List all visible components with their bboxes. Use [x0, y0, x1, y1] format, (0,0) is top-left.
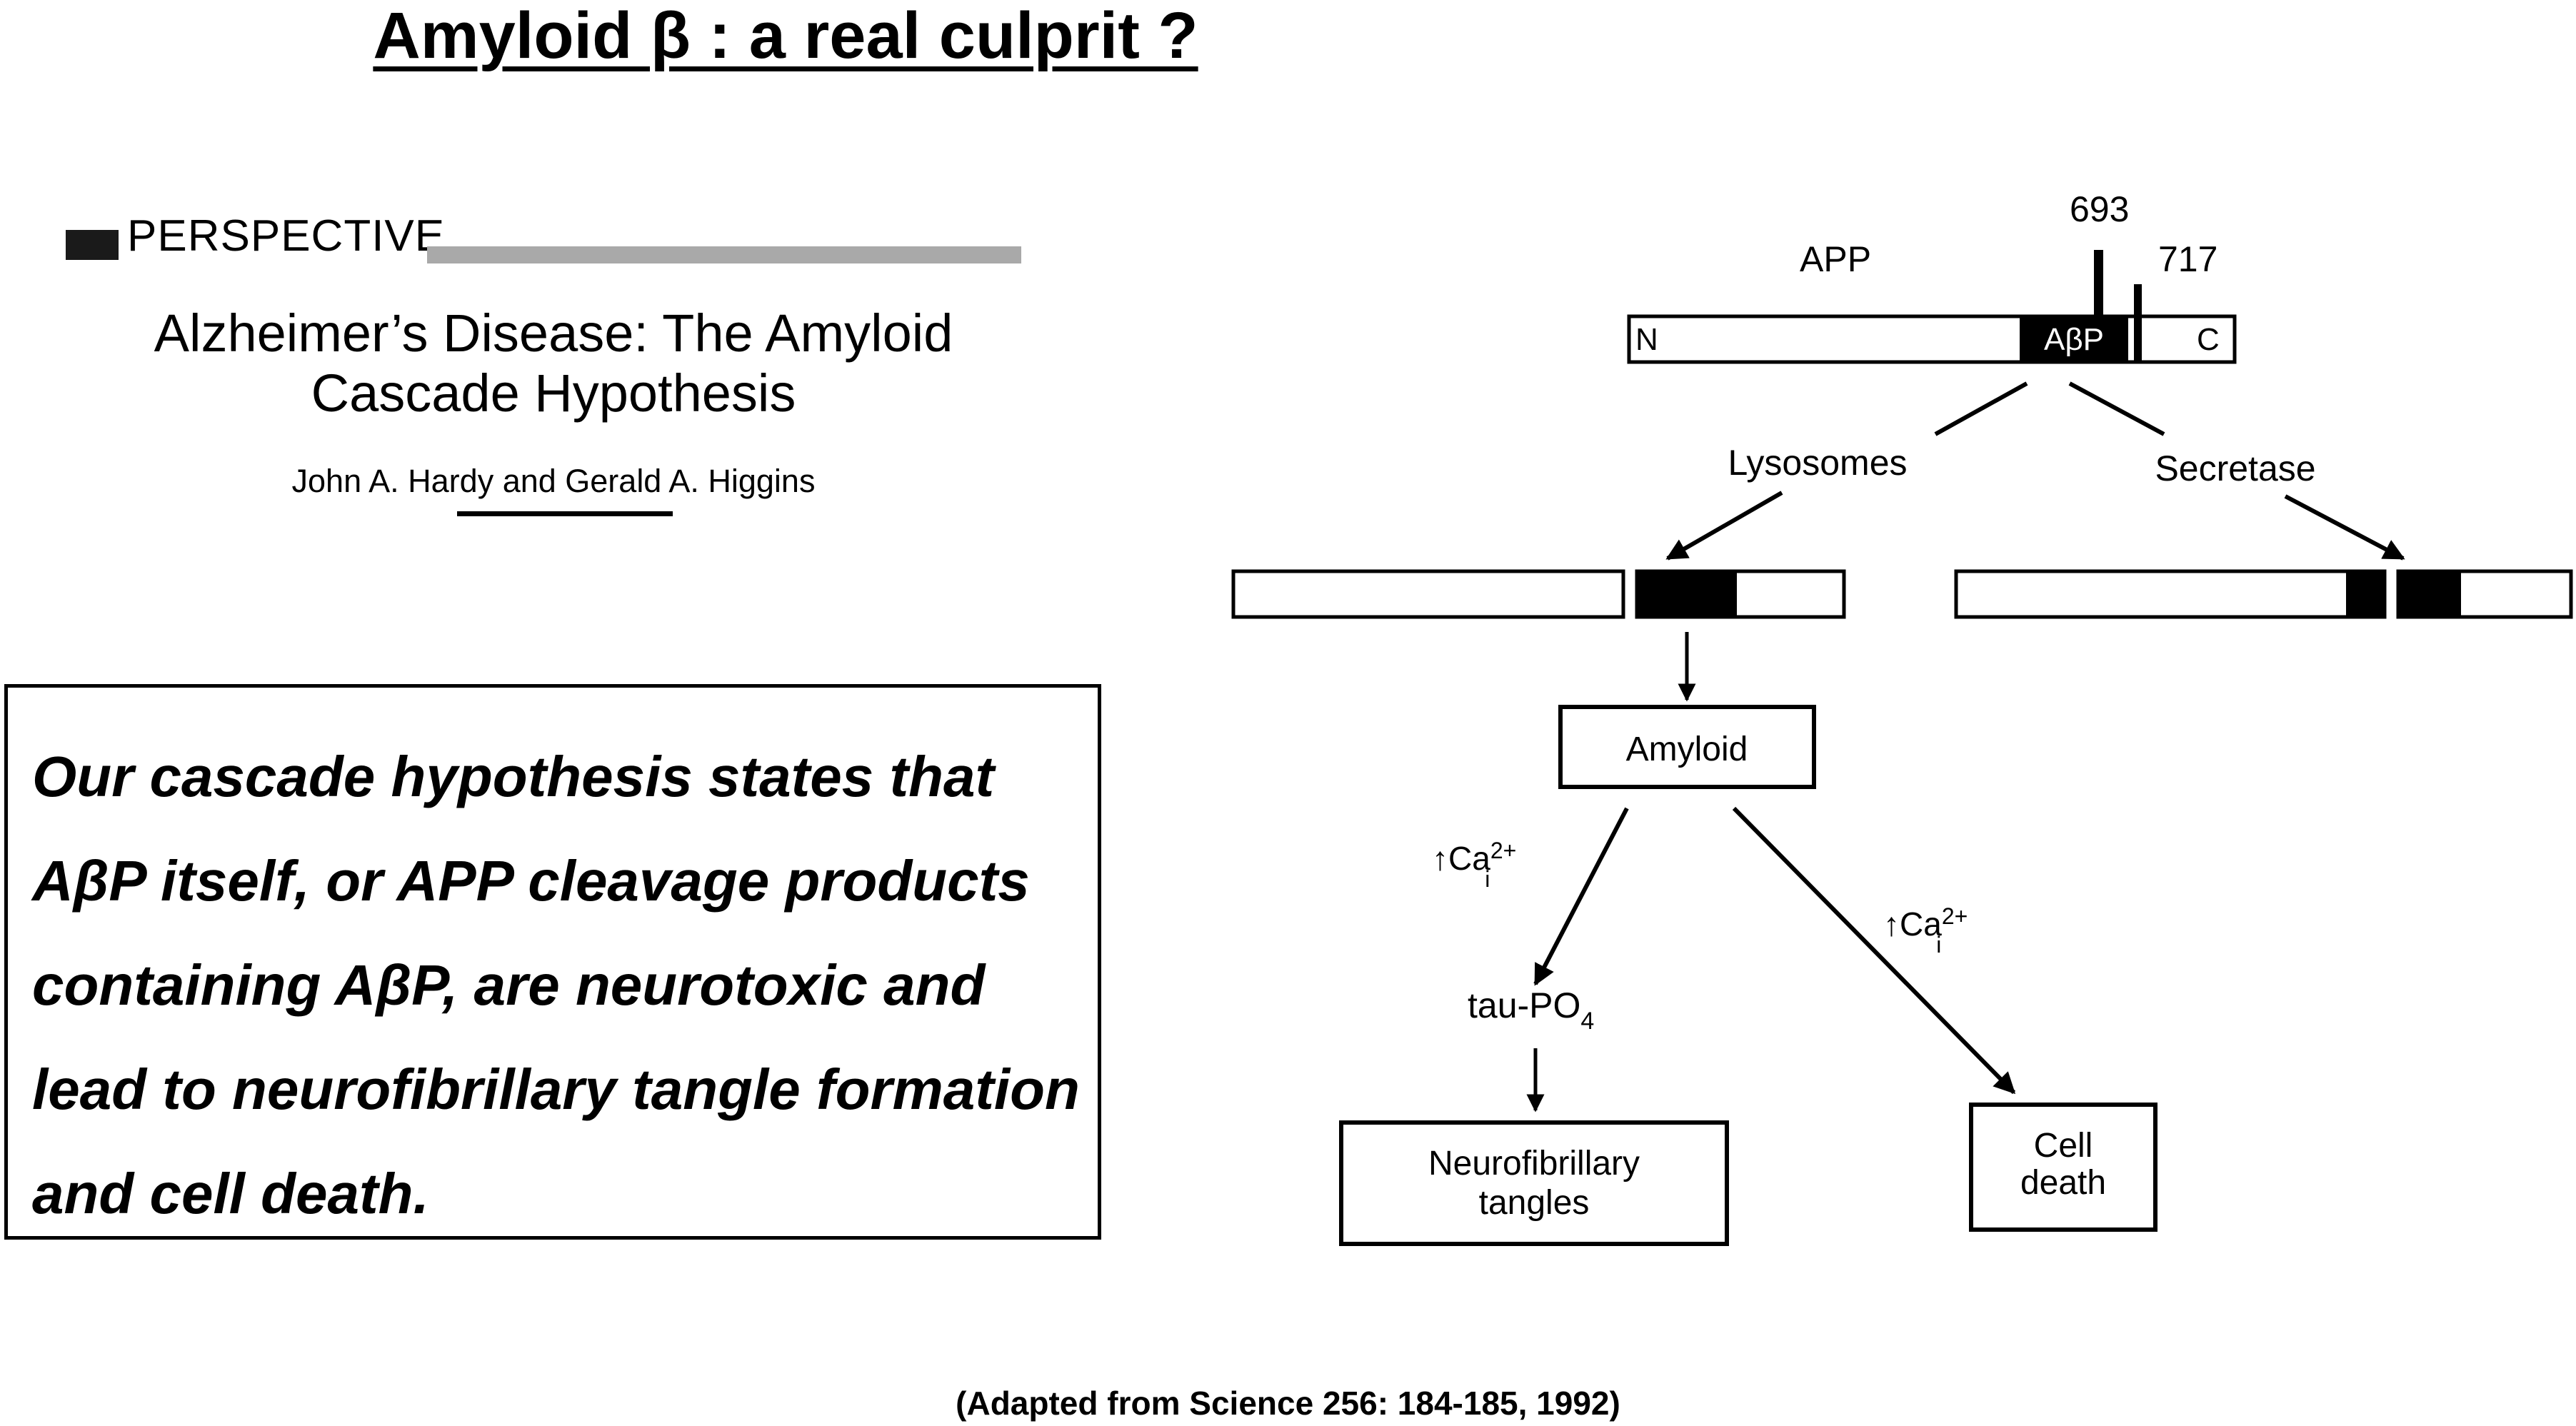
abp-label: AβP [2044, 322, 2104, 357]
calcium-base-right: Ca [1900, 905, 1942, 943]
calcium-sub-right: i [1936, 932, 1941, 958]
branch-line-secretase [2068, 381, 2165, 436]
calcium-sup-right: 2+ [1942, 903, 1968, 929]
article-title-line1: Alzheimer’s Disease: The Amyloid [154, 303, 953, 363]
tau-label: tau-PO4 [1468, 985, 1594, 1035]
site-693-label: 693 [2070, 189, 2129, 229]
slide-title: Amyloid β : a real culprit ? [373, 0, 1198, 72]
tangles-label-line1: Neurofibrillary [1428, 1145, 1640, 1183]
cell-death-box [1969, 1103, 2157, 1232]
app-label: APP [1800, 239, 1871, 279]
calcium-sub-left: i [1485, 866, 1490, 892]
abp-segment [2020, 318, 2128, 361]
site-717-label: 717 [2158, 239, 2217, 279]
perspective-marker [66, 230, 119, 260]
amyloid-label: Amyloid [1626, 730, 1748, 768]
arrow-to-cell-death [1732, 806, 2016, 1095]
c-terminus-label: C [2197, 322, 2220, 357]
secretase-fragment-n-fill [2346, 573, 2383, 616]
branch-line-lysosomes [1934, 381, 2028, 436]
arrow-to-tau [1533, 807, 1629, 986]
arrow-to-lysosomal-fragments [1665, 491, 1783, 561]
site-693-tick [2094, 250, 2103, 318]
secretase-fragment-c-fill [2400, 573, 2461, 616]
tau-base: tau-PO [1468, 985, 1580, 1025]
tangles-label-line2: tangles [1479, 1184, 1590, 1222]
author-underline [457, 511, 673, 516]
cell-death-label-line1: Cell [2034, 1127, 2093, 1165]
app-bar [1627, 314, 2237, 364]
amyloid-box [1558, 705, 1816, 789]
lysosomal-fragment-abp-fill [1638, 573, 1737, 616]
article-authors: John A. Hardy and Gerald A. Higgins [291, 463, 816, 499]
calcium-label-right: ↑Ca2+i [1883, 903, 1968, 958]
perspective-rule [427, 246, 1021, 263]
site-717-tick [2134, 284, 2142, 361]
article-title: Alzheimer’s Disease: The Amyloid Cascade… [93, 303, 1014, 423]
calcium-arrow-left: ↑ [1432, 840, 1448, 877]
n-terminus-label: N [1635, 322, 1658, 357]
tau-sub: 4 [1580, 1008, 1594, 1035]
calcium-base-left: Ca [1448, 840, 1490, 877]
quote-text: Our cascade hypothesis states that AβP i… [32, 745, 1080, 1225]
calcium-label-left: ↑Ca2+i [1432, 838, 1516, 892]
cell-death-label-line2: death [2020, 1164, 2106, 1202]
article-title-line2: Cascade Hypothesis [311, 363, 796, 423]
secretase-label: Secretase [2155, 448, 2315, 488]
perspective-label: PERSPECTIVE [127, 211, 446, 261]
citation: (Adapted from Science 256: 184-185, 1992… [956, 1385, 1620, 1422]
secretase-fragment-n [1954, 569, 2387, 619]
lysosomal-fragment-n [1231, 569, 1625, 619]
calcium-sup-left: 2+ [1490, 838, 1516, 863]
quote-box: Our cascade hypothesis states that AβP i… [4, 684, 1101, 1240]
arrow-to-secretase-fragments [2284, 494, 2405, 561]
lysosomes-label: Lysosomes [1728, 443, 1907, 483]
calcium-arrow-right: ↑ [1883, 905, 1900, 943]
tangles-box [1339, 1120, 1729, 1246]
